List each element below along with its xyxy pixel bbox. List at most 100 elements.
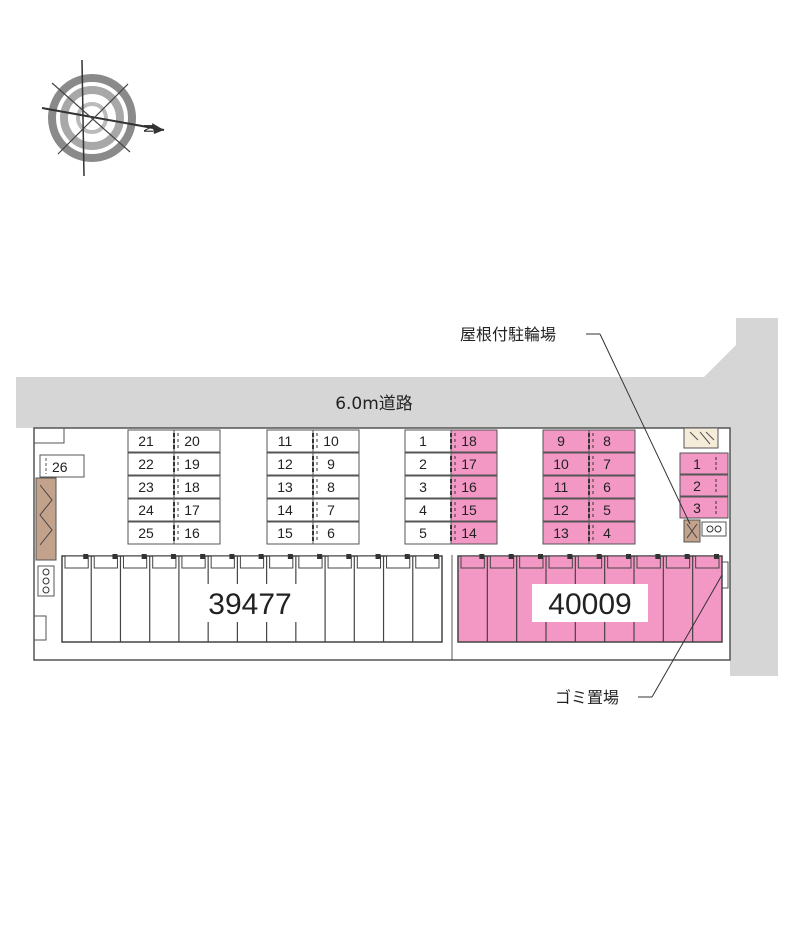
parking-space-label: 25 (138, 525, 154, 541)
compass-diagonal-2 (57, 83, 129, 155)
unit-marker (229, 554, 235, 559)
parking-space-label: 20 (184, 433, 200, 449)
parking-space-label: 9 (327, 456, 335, 472)
bicycle-shelter (683, 427, 719, 449)
parking-space (588, 521, 636, 545)
parking-space-label: 18 (461, 433, 477, 449)
parking-space-label: 18 (184, 479, 200, 495)
compass-north-label: N (141, 124, 155, 133)
building-label: 39477 (208, 588, 291, 621)
callout-bicycle-shelter: 屋根付駐輪場 (460, 325, 556, 344)
unit-marker (596, 554, 602, 559)
unit-marker (538, 554, 543, 559)
meter-right-dot-1 (706, 525, 714, 533)
parking-space-label: 19 (184, 456, 200, 472)
parking-space (588, 452, 636, 476)
balcony (122, 555, 148, 569)
unit-marker (479, 554, 485, 559)
parking-space-label: 17 (461, 456, 477, 472)
parking-space (542, 429, 590, 453)
bike-area-left (35, 477, 57, 561)
compass-arrow-head (152, 123, 164, 134)
parking-space-label: 2 (419, 456, 427, 472)
building-40009: 40009 (457, 554, 723, 643)
balcony (636, 555, 661, 569)
parking-space (588, 498, 636, 522)
parking-space-label: 8 (603, 433, 611, 449)
meter-box-left (37, 565, 55, 597)
parking-space-label: 6 (327, 525, 335, 541)
unit-marker (200, 554, 206, 559)
unit-marker (141, 554, 147, 559)
buildings: 39477 40009 (61, 554, 723, 643)
balcony (548, 555, 573, 569)
bike-rack-marks (39, 484, 53, 546)
balcony (665, 555, 691, 569)
balcony (577, 555, 603, 569)
parking-space (404, 521, 452, 545)
parking-space-label: 7 (603, 456, 611, 472)
side-parking-space (679, 474, 729, 497)
parking-space-label: 17 (184, 502, 200, 518)
parking-space-label: 16 (461, 479, 477, 495)
parking-space-label: 4 (603, 525, 611, 541)
balcony (607, 555, 632, 569)
balcony (356, 555, 382, 569)
meter-box-right (701, 521, 727, 537)
parking-space-26-label: 26 (52, 459, 68, 475)
balcony (695, 555, 720, 569)
building-label-bg (192, 584, 308, 622)
parking-space-label: 13 (553, 525, 569, 541)
parking-space (312, 452, 360, 476)
balcony (415, 555, 440, 569)
parking-space-label: 11 (278, 433, 293, 449)
parking-space-label: 8 (327, 479, 335, 495)
balcony (64, 555, 89, 569)
road (16, 318, 778, 676)
compass: N (41, 59, 165, 177)
parking-space (404, 452, 452, 476)
side-parking: 123 (679, 452, 729, 519)
meter-dot-3 (42, 586, 50, 594)
parking-space (588, 429, 636, 453)
parking-space-label: 12 (553, 502, 569, 518)
unit-marker (83, 554, 89, 559)
balcony (519, 555, 544, 569)
building-39477: 39477 (61, 554, 443, 643)
parking-space-label: 9 (557, 433, 565, 449)
meter-dot-2 (42, 577, 50, 585)
parking-space (404, 475, 452, 499)
side-parking-label: 3 (693, 500, 701, 516)
parking-space-label: 10 (553, 456, 569, 472)
parking-space-label: 12 (277, 456, 293, 472)
compass-diagonal-1 (51, 82, 131, 153)
parking-space-26 (39, 454, 85, 478)
side-parking-space (679, 452, 729, 475)
unit-marker (375, 554, 381, 559)
unit-marker (714, 554, 719, 559)
corner-outline (34, 427, 65, 444)
unit-marker (567, 554, 573, 559)
parking-space-label: 6 (603, 479, 611, 495)
unit-marker (170, 554, 176, 559)
callout-garbage-line (651, 574, 723, 698)
parking-space-label: 14 (277, 502, 293, 518)
parking-space-label: 3 (419, 479, 427, 495)
building-label: 40009 (548, 588, 631, 621)
unit-marker (346, 554, 352, 559)
parking-space-label: 1 (419, 433, 427, 449)
unit-marker (317, 554, 323, 559)
unit-marker (404, 554, 410, 559)
unit-marker (112, 554, 118, 559)
parking-space-label: 5 (603, 502, 611, 518)
left-notch (34, 615, 47, 641)
balcony (152, 555, 177, 569)
unit-marker (258, 554, 264, 559)
unit-marker (287, 554, 293, 559)
parking-space-label: 10 (323, 433, 339, 449)
balcony (93, 555, 118, 569)
